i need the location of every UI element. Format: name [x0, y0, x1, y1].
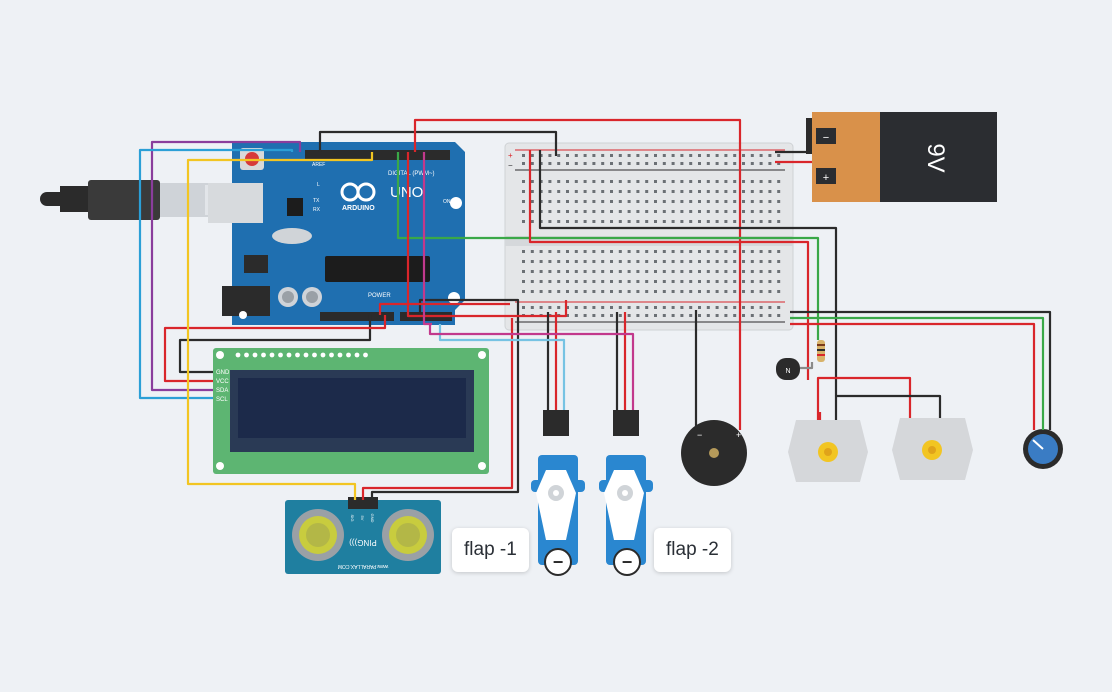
arduino-brand: ARDUINO — [342, 205, 375, 212]
potentiometer[interactable] — [1023, 429, 1063, 469]
npn-transistor[interactable]: N — [776, 358, 800, 380]
resistor[interactable] — [817, 340, 825, 362]
servo-flap-2[interactable]: − — [599, 410, 653, 576]
digital-header — [305, 150, 450, 160]
uno-logo: UNO — [390, 184, 423, 201]
arduino-board[interactable]: UNO ARDUINO DIGITAL (PWM~) POWER AREF L … — [208, 142, 465, 325]
transistor-mark: N — [785, 368, 790, 375]
lcd-display[interactable]: GND VCC SDA SCL — [213, 348, 489, 474]
lcd-pin-scl: SCL — [216, 397, 228, 403]
lcd-screen — [238, 378, 466, 438]
on-led-label: ON — [443, 199, 451, 205]
rail-plus-label: + — [508, 151, 513, 160]
wire-ping-signal — [186, 152, 374, 500]
buzzer-minus: − — [697, 430, 702, 440]
wire-5v-rail — [406, 152, 568, 318]
wire-lcd-vcc — [163, 315, 387, 383]
ping-maker: www.PARALLAX.COM — [338, 563, 388, 569]
lcd-pin-sda: SDA — [216, 388, 228, 394]
arduino-logo — [340, 182, 376, 202]
dc-motor-2[interactable] — [892, 418, 973, 480]
ping-pin-sig: SIG — [350, 515, 355, 522]
battery-label: 9V — [922, 143, 949, 172]
aref-label: AREF — [312, 162, 325, 168]
usb-cable[interactable] — [40, 180, 235, 220]
breadboard[interactable]: + − — [504, 142, 794, 331]
wire-power-red — [378, 302, 510, 315]
buzzer-plus: + — [736, 430, 741, 440]
ultrasonic-sensor[interactable]: PING))) SIG 5V GND www.PARALLAX.COM — [285, 497, 441, 574]
wire-lcd-gnd — [178, 315, 372, 374]
ping-brand: PING))) — [349, 538, 377, 547]
servo-1-name-label: flap -1 — [452, 528, 529, 572]
rail-minus-label: − — [508, 161, 513, 170]
lcd-pin-gnd: GND — [216, 370, 230, 376]
lcd-pin-vcc: VCC — [216, 379, 229, 385]
wires[interactable] — [138, 118, 1052, 500]
wire-transistor-base — [396, 152, 820, 340]
servo-1-minus-icon: − — [553, 552, 564, 572]
wire-lcd-scl — [138, 148, 294, 400]
digital-label: DIGITAL (PWM~) — [388, 171, 435, 177]
wire-gnd-top — [318, 130, 558, 156]
ping-pin-5v: 5V — [360, 516, 365, 521]
l-led-label: L — [317, 182, 320, 188]
servo-2-name-label: flap -2 — [654, 528, 731, 572]
battery-plus: + — [823, 172, 829, 184]
battery-9v[interactable]: − + 9V — [806, 112, 997, 202]
piezo-buzzer[interactable]: − + — [681, 420, 747, 486]
wire-lcd-sda — [150, 140, 302, 392]
tx-led-label: TX — [313, 198, 320, 204]
wire-ping-5v — [361, 318, 514, 500]
servo-flap-1[interactable]: − — [531, 410, 585, 576]
servo-2-minus-icon: − — [622, 552, 633, 572]
rx-led-label: RX — [313, 207, 321, 213]
ping-pin-gnd: GND — [370, 514, 375, 523]
wire-ping-gnd — [370, 298, 520, 500]
power-label: POWER — [368, 293, 391, 299]
wire-buzzer-plus — [413, 118, 742, 430]
microcontroller-chip — [325, 256, 430, 282]
dc-motor-1[interactable] — [788, 420, 868, 482]
battery-minus: − — [823, 132, 829, 144]
